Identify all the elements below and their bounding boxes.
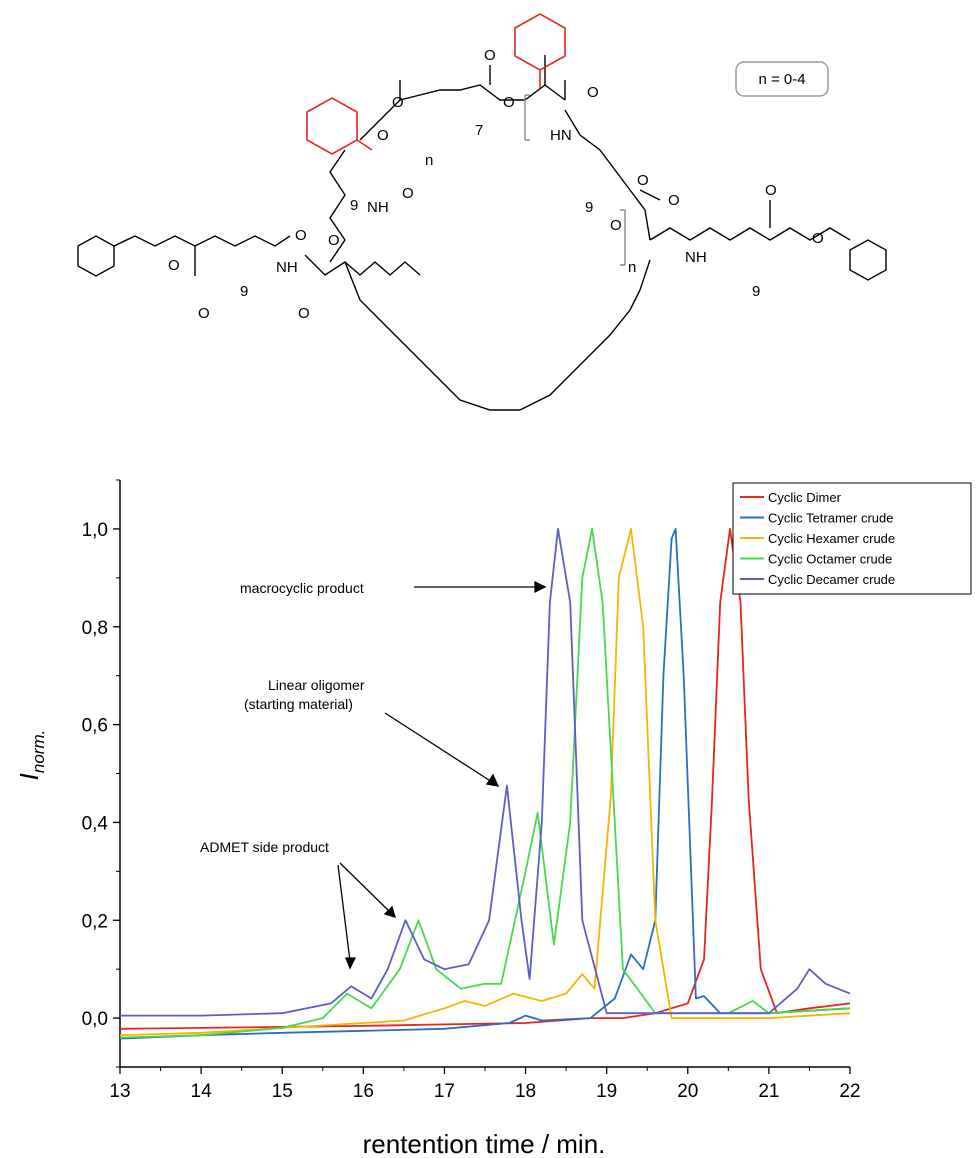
right-benzene-ring (849, 239, 887, 281)
annotation-admet: ADMET side product (200, 839, 329, 855)
o-label-4: O (392, 94, 404, 111)
arrow-linear (384, 712, 493, 783)
annotation-linear-2: (starting material) (244, 696, 353, 712)
o-label-9: O (610, 217, 622, 234)
o-label-3: O (298, 305, 310, 322)
nh-left-label: NH (276, 259, 298, 276)
chemical-structure: n = 0-4 NH HN NH NH O O O O O O O O O O … (77, 13, 887, 411)
sub-9-label-1: 9 (240, 283, 248, 300)
x-tick-label: 17 (434, 1081, 455, 1102)
sub-9-label-2: 9 (585, 199, 593, 216)
sub-9-label-4: 9 (350, 197, 358, 214)
o-label-2: O (198, 305, 210, 322)
legend-label-cyclic-octamer-crude: Cyclic Octamer crude (768, 552, 892, 567)
top-cyclohexyl-ring (514, 13, 566, 71)
x-tick-label: 21 (758, 1081, 779, 1102)
o-label-14: O (328, 232, 340, 249)
legend-label-cyclic-decamer-crude: Cyclic Decamer crude (768, 572, 895, 587)
x-tick-label: 13 (109, 1081, 130, 1102)
arrow-admet-2 (339, 862, 391, 913)
series-line-cyclic-decamer-crude (120, 528, 851, 1017)
o-label-16: O (377, 127, 389, 144)
o-label-5: O (484, 47, 496, 64)
annotation-linear-1: Linear oligomer (268, 677, 365, 693)
o-label-8: O (637, 172, 649, 189)
left-cyclohexyl-ring (306, 97, 358, 155)
y-tick-label: 0,4 (82, 813, 109, 834)
o-label-13: O (402, 185, 414, 202)
n-subscript-1: n (628, 259, 636, 276)
arrow-admet-1-head (345, 957, 357, 970)
x-tick-label: 15 (272, 1081, 293, 1102)
y-tick-label: 0,6 (82, 716, 108, 737)
n-badge: n = 0-4 (735, 61, 829, 97)
x-tick-label: 18 (515, 1081, 536, 1102)
x-tick-label: 16 (353, 1081, 374, 1102)
series-line-cyclic-hexamer-crude (119, 528, 851, 1037)
series-line-cyclic-tetramer-crude (119, 528, 851, 1040)
nh-right-label: NH (685, 249, 707, 266)
annotation-macrocyclic: macrocyclic product (240, 580, 364, 596)
o-label-1: O (168, 257, 180, 274)
arrow-admet-1 (337, 864, 351, 962)
y-tick-label: 0,2 (82, 911, 108, 932)
axes: 13 14 15 16 17 18 19 20 21 22 0,0 0,2 0,4 0,6 0,8 1,0 (82, 479, 861, 1102)
svg-text:Inorm.: Inorm. (14, 730, 48, 781)
chromatogram-chart: 13 14 15 16 17 18 19 20 21 22 0,0 0,2 0,4 0,6 0,8 1,0 C… (14, 479, 972, 1158)
left-benzene-ring (77, 235, 115, 277)
o-label-6: O (503, 94, 515, 111)
sub-7-label: 7 (475, 122, 483, 139)
legend-label-cyclic-dimer: Cyclic Dimer (768, 490, 842, 505)
arrow-macro-head (534, 580, 547, 594)
x-tick-label: 19 (596, 1081, 617, 1102)
annotations: macrocyclic product Linear oligomer (sta… (200, 580, 547, 970)
hn-top-label: HN (550, 127, 572, 144)
o-label-7: O (587, 84, 599, 101)
series-line-cyclic-dimer (119, 528, 851, 1030)
o-label-11: O (765, 182, 777, 199)
legend-label-cyclic-hexamer-crude: Cyclic Hexamer crude (768, 531, 895, 546)
x-tick-label: 20 (677, 1081, 698, 1102)
arrow-admet-2-head (383, 905, 396, 918)
y-tick-label: 0,8 (82, 618, 108, 639)
x-tick-label: 14 (191, 1081, 213, 1102)
nh-mid-label: NH (367, 199, 389, 216)
arrow-linear-head (485, 773, 500, 787)
o-label-10: O (668, 192, 680, 209)
y-axis-title: Inorm. (14, 730, 48, 781)
legend-label-cyclic-tetramer-crude: Cyclic Tetramer crude (768, 511, 893, 526)
o-label-15: O (295, 227, 307, 244)
n-badge-text: n = 0-4 (758, 71, 805, 88)
y-axis-title-sub: norm. (29, 730, 48, 773)
y-tick-label: 0,0 (82, 1009, 108, 1030)
sub-9-label-3: 9 (752, 283, 760, 300)
series-group (119, 528, 851, 1040)
o-label-12: O (812, 230, 824, 247)
x-axis-title: rentention time / min. (363, 1129, 606, 1158)
n-subscript-2: n (425, 152, 433, 169)
y-axis-title-main: I (14, 773, 44, 780)
x-tick-label: 22 (839, 1081, 860, 1102)
y-tick-label: 1,0 (82, 520, 108, 541)
